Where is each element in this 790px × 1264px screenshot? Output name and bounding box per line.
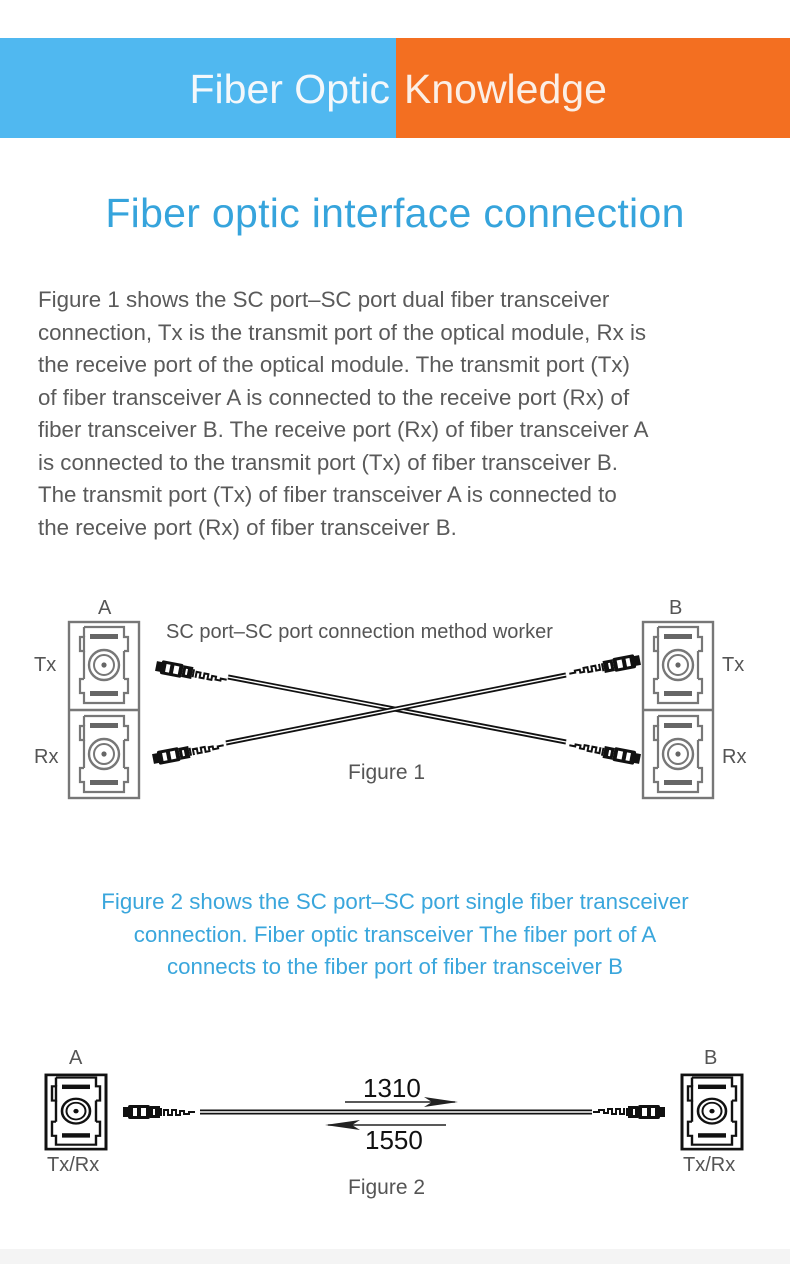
arrow-1550-backward <box>325 1120 446 1130</box>
page-title: Fiber optic interface connection <box>105 190 685 236</box>
intro-line: the receive port (Rx) of fiber transceiv… <box>38 514 457 540</box>
device-a-label: A <box>98 597 112 619</box>
device-b-rx-label: Rx <box>722 746 747 768</box>
intro-line: connection, Tx is the transmit port of t… <box>38 319 647 345</box>
cable-a-rx-to-b-tx <box>150 652 643 767</box>
device-a-port-label: Tx/Rx <box>47 1154 100 1176</box>
figure-1-heading: SC port–SC port connection method worker <box>166 621 553 643</box>
figure-2-cable <box>122 1097 666 1130</box>
banner-text-fiber-optic: Fiber Optic <box>189 66 391 112</box>
intro-line: fiber transceiver B. The receive port (R… <box>38 417 649 442</box>
footer-bar <box>0 1249 790 1264</box>
connector-icon <box>592 1104 666 1120</box>
device-b-single-port-icon <box>680 1073 744 1151</box>
connector-icon <box>150 737 227 767</box>
device-a-rx-label: Rx <box>34 746 59 768</box>
device-b-transceiver <box>641 620 715 800</box>
banner-left-panel: Fiber Optic <box>0 38 396 138</box>
description-line: Figure 2 shows the SC port–SC port singl… <box>101 889 689 914</box>
intro-line: The transmit port (Tx) of fiber transcei… <box>38 482 617 507</box>
connector-icon <box>566 737 643 767</box>
wavelength-1310-label: 1310 <box>363 1073 421 1103</box>
figure-2-caption: Figure 2 <box>348 1176 426 1199</box>
figure-1-cables <box>150 652 643 767</box>
description-line: connection. Fiber optic transceiver The … <box>133 921 657 947</box>
single-fiber-cable <box>122 1104 666 1120</box>
device-b-label: B <box>704 1047 718 1069</box>
wavelength-1550-label: 1550 <box>365 1125 423 1155</box>
figure-2: A B Tx/Rx Tx/Rx Figure 2 1310 1550 <box>0 1040 790 1210</box>
banner-text-knowledge: Knowledge <box>404 66 607 112</box>
device-a-label: A <box>69 1047 83 1069</box>
connector-icon <box>566 652 643 682</box>
header-banner: Fiber Optic Knowledge <box>0 38 790 138</box>
device-a-transceiver <box>67 620 141 800</box>
figure-2-description: Figure 2 shows the SC port–SC port singl… <box>0 886 790 984</box>
intro-paragraph: Figure 1 shows the SC port–SC port dual … <box>38 284 778 544</box>
device-a-single-port-icon <box>44 1073 108 1151</box>
cable-a-tx-to-b-rx <box>153 658 643 767</box>
figure-1: A B SC port–SC port connection method wo… <box>0 595 790 810</box>
connector-icon <box>122 1104 196 1120</box>
device-b-label: B <box>669 597 683 619</box>
device-a-tx-label: Tx <box>34 654 57 676</box>
device-b-port-label: Tx/Rx <box>683 1154 736 1176</box>
arrow-1310-forward <box>345 1097 458 1107</box>
intro-line: the receive port of the optical module. … <box>38 352 630 377</box>
banner-right-panel: Knowledge <box>396 38 790 138</box>
device-b-tx-label: Tx <box>722 654 745 676</box>
intro-line: Figure 1 shows the SC port–SC port dual … <box>38 287 610 312</box>
intro-line: of fiber transceiver A is connected to t… <box>38 384 630 410</box>
figure-1-caption: Figure 1 <box>348 761 426 784</box>
intro-line: is connected to the transmit port (Tx) o… <box>38 449 618 475</box>
description-line: connects to the fiber port of fiber tran… <box>166 954 624 979</box>
connector-icon <box>153 658 230 688</box>
